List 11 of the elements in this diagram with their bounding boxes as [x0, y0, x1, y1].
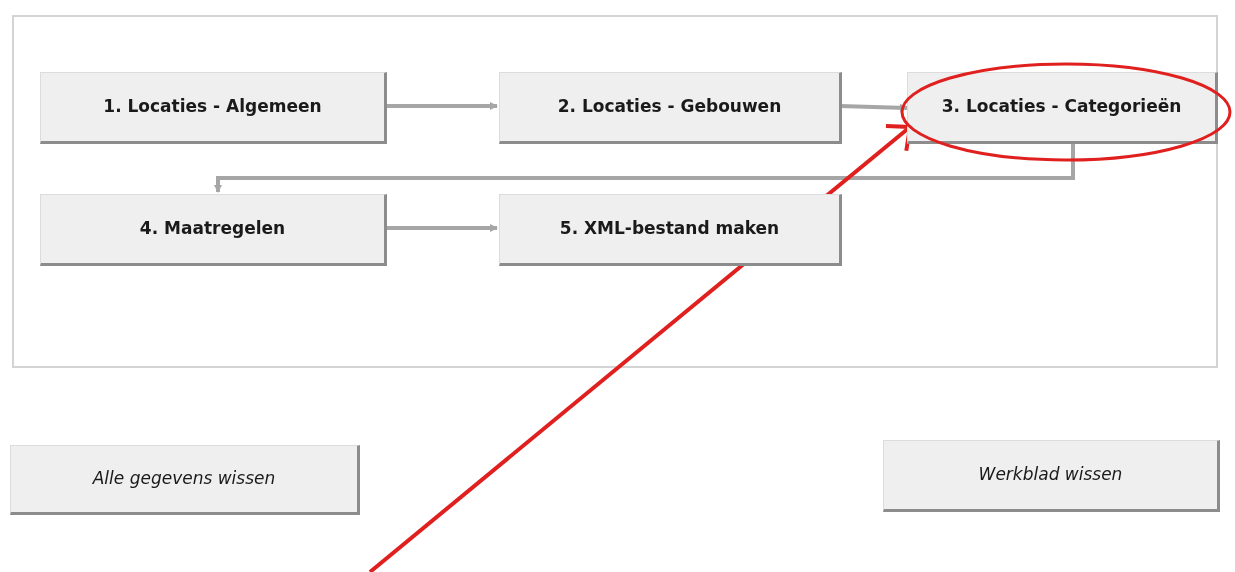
step-button: 5. XML-bestand maken: [499, 194, 842, 266]
step-button: Werkblad wissen: [883, 440, 1220, 512]
step-button: 3. Locaties - Categorieën: [907, 72, 1218, 144]
step-button: Alle gegevens wissen: [10, 445, 360, 515]
arrow: [385, 224, 498, 232]
arrow: [214, 144, 1075, 193]
arrow: [385, 102, 498, 110]
panel-frame: [12, 15, 1218, 368]
step-button: 4. Maatregelen: [40, 194, 387, 266]
step-button: 2. Locaties - Gebouwen: [499, 72, 842, 144]
step-button: 1. Locaties - Algemeen: [40, 72, 387, 144]
